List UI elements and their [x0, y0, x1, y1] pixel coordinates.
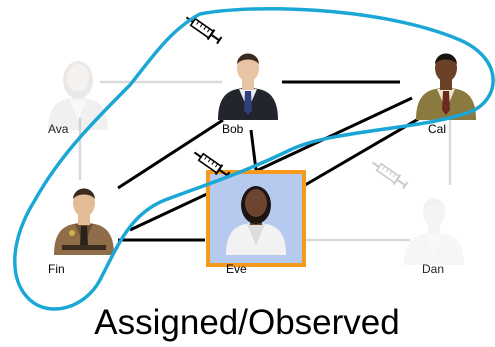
bob-tie	[244, 91, 252, 115]
eve-head	[245, 189, 267, 217]
eve-syringe-needle	[193, 151, 202, 158]
dan-shirt	[425, 234, 443, 255]
node-eve: Eve	[193, 151, 286, 276]
edge-bob-fin	[117, 118, 224, 190]
node-bob: Bob	[185, 16, 278, 136]
bob-syringe-icon	[185, 16, 223, 45]
edge-cal-eve	[299, 116, 421, 190]
dan-syringe-icon	[371, 161, 409, 190]
fin-person-icon	[54, 188, 114, 255]
dan-hair	[423, 198, 445, 209]
cal-tie	[442, 91, 450, 115]
ava-person-icon	[48, 61, 108, 130]
node-dan: Dan	[371, 161, 464, 276]
bob-syringe-tick	[196, 20, 200, 25]
dan-syringe-tick	[389, 171, 393, 175]
ava-head	[67, 64, 89, 92]
dan-syringe-plunger	[396, 178, 406, 187]
dan-neck	[428, 223, 440, 235]
eve-person-icon	[226, 186, 286, 255]
fin-hair	[73, 188, 95, 199]
fin-badge	[69, 230, 75, 236]
node-label-ava: Ava	[48, 122, 69, 136]
bob-syringe-tick	[203, 26, 207, 30]
cal-person-icon	[416, 53, 476, 120]
ava-hair	[63, 61, 93, 99]
dan-syringe-barrel	[375, 162, 401, 185]
edge-cal-fin	[129, 96, 413, 232]
cal-head	[435, 54, 457, 82]
dan-syringe-needle	[371, 161, 380, 168]
bob-hair	[237, 53, 259, 64]
edges-layer	[78, 80, 452, 242]
bob-syringe-tick	[207, 28, 211, 33]
eve-syringe-icon	[193, 151, 231, 180]
ava-neck	[72, 88, 84, 100]
eve-syringe-tick	[215, 163, 219, 168]
fin-head	[73, 189, 95, 217]
bob-head	[237, 54, 259, 82]
bob-syringe-plunger	[210, 33, 220, 42]
bob-syringe-tick	[199, 23, 203, 28]
node-label-bob: Bob	[222, 122, 244, 136]
cal-hair	[435, 53, 457, 64]
assigned-group-hull	[13, 7, 495, 311]
bob-syringe-handle	[216, 36, 223, 45]
eve-syringe-plunger	[218, 168, 228, 177]
eve-syringe-tick	[211, 161, 215, 165]
node-cal: Cal	[416, 53, 476, 136]
eve-syringe-tick	[204, 155, 208, 160]
dan-syringe-tick	[385, 168, 389, 173]
dan-body	[404, 233, 464, 265]
node-label-dan: Dan	[422, 262, 444, 276]
node-label-fin: Fin	[48, 262, 65, 276]
dan-head	[423, 199, 445, 227]
dan-syringe-flange	[392, 174, 402, 186]
dan-syringe-tick	[393, 173, 397, 178]
node-ava: Ava	[48, 61, 108, 136]
diagram-caption: Assigned/Observed	[94, 303, 399, 342]
dan-person-icon	[404, 198, 464, 265]
node-label-cal: Cal	[428, 122, 446, 136]
fin-tie	[80, 226, 88, 250]
eve-shirt	[247, 224, 265, 245]
node-fin: Fin	[48, 188, 114, 276]
fin-belt	[62, 245, 106, 250]
dan-syringe-tick	[382, 165, 386, 170]
edge-bob-eve	[249, 129, 258, 171]
node-label-eve: Eve	[226, 262, 247, 276]
ava-shirt	[69, 99, 87, 120]
dan-syringe-handle	[402, 181, 409, 190]
bob-person-icon	[218, 53, 278, 120]
eve-syringe-tick	[207, 158, 211, 163]
